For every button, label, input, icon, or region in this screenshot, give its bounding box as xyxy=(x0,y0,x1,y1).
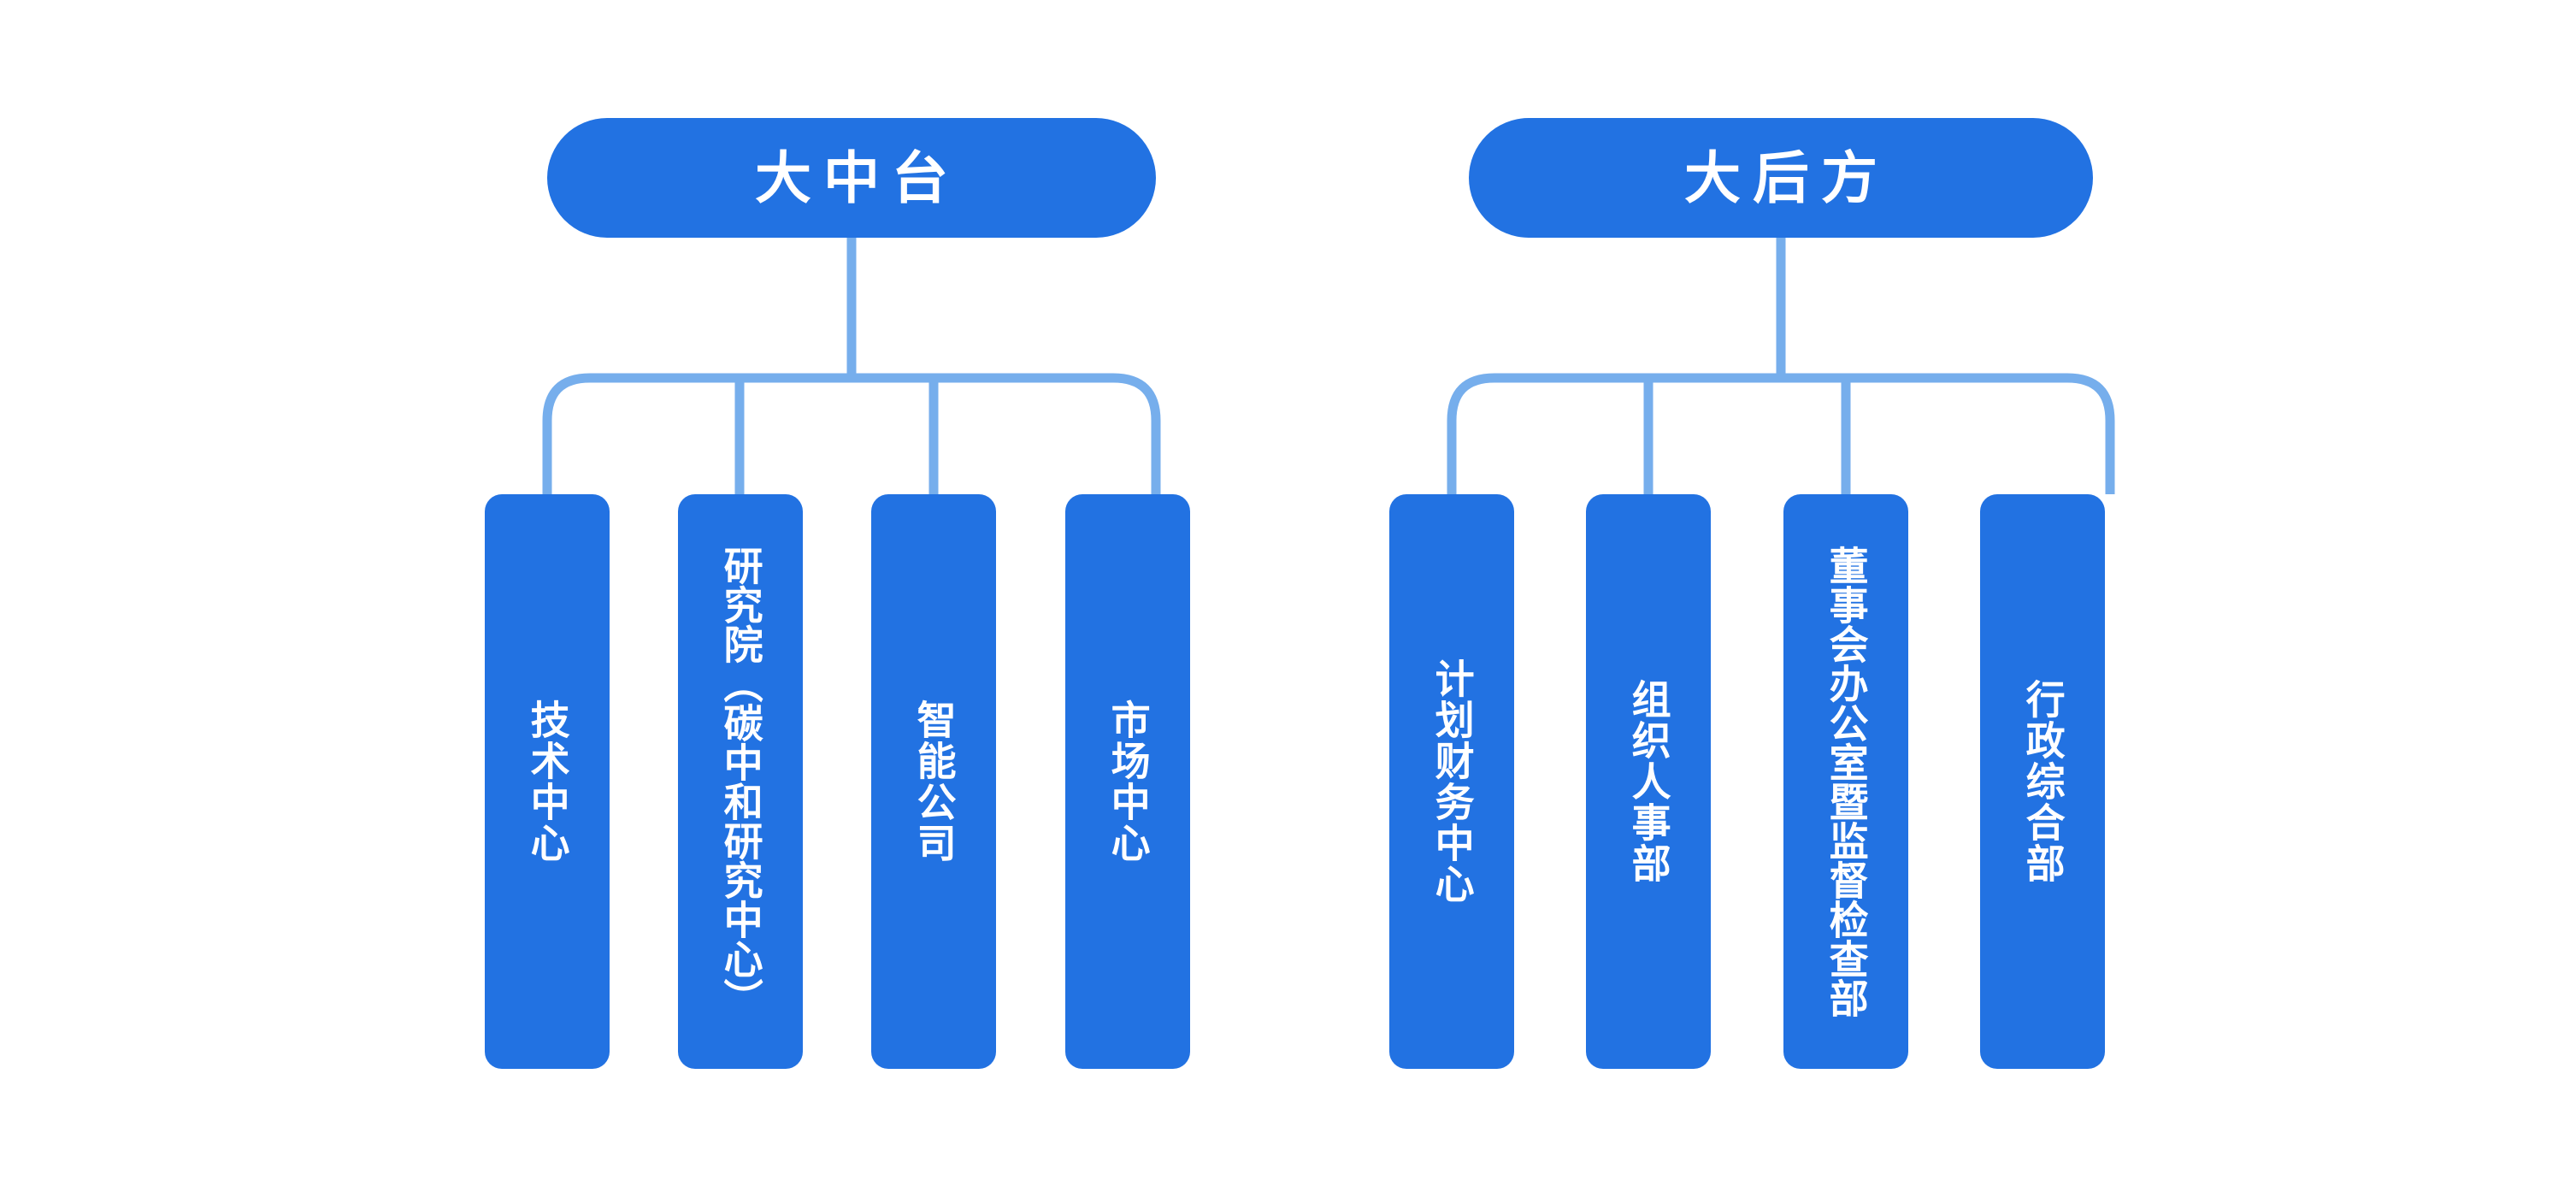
node-text-wrap: 技术中心 xyxy=(485,494,610,1069)
node-label: 行政综合部 xyxy=(2020,679,2066,884)
node-administration-general-dept[interactable]: 行政综合部 xyxy=(1980,494,2105,1069)
org-group-right: 大后方 计划财务中心 组织人事部 董事会办公室暨监督检查部 xyxy=(1282,0,2576,1186)
node-technology-center[interactable]: 技术中心 xyxy=(485,494,610,1069)
node-intelligent-company[interactable]: 智能公司 xyxy=(871,494,996,1069)
connector-bus xyxy=(542,373,1161,494)
node-label: 计划财务中心 xyxy=(1429,658,1475,905)
node-label: 董事会办公室暨监督检查部 xyxy=(1824,546,1869,1018)
connector-bus xyxy=(1447,373,2115,494)
node-label: 技术中心 xyxy=(525,699,570,864)
org-group-left: 大中台 技术中心 研究院（碳中和研究中心） xyxy=(0,0,1282,1186)
node-research-institute[interactable]: 研究院（碳中和研究中心） xyxy=(678,494,803,1069)
node-label: 市场中心 xyxy=(1105,699,1151,864)
node-market-center[interactable]: 市场中心 xyxy=(1065,494,1190,1069)
node-label: 组织人事部 xyxy=(1626,679,1671,884)
node-organization-personnel-dept[interactable]: 组织人事部 xyxy=(1586,494,1711,1069)
node-label: 智能公司 xyxy=(911,699,957,864)
node-label: 研究院（碳中和研究中心） xyxy=(718,546,763,1018)
group-header-label: 大后方 xyxy=(1684,146,1889,209)
node-text-wrap: 智能公司 xyxy=(871,494,996,1069)
node-text-wrap: 董事会办公室暨监督检查部 xyxy=(1783,494,1908,1069)
group-header-label: 大中台 xyxy=(755,146,960,209)
node-text-wrap: 研究院（碳中和研究中心） xyxy=(678,494,803,1069)
node-text-wrap: 市场中心 xyxy=(1065,494,1190,1069)
group-header-da-hou-fang[interactable]: 大后方 xyxy=(1469,118,2093,238)
group-header-da-zhong-tai[interactable]: 大中台 xyxy=(547,118,1156,238)
node-text-wrap: 计划财务中心 xyxy=(1389,494,1514,1069)
node-text-wrap: 行政综合部 xyxy=(1980,494,2105,1069)
node-board-office-supervision-dept[interactable]: 董事会办公室暨监督检查部 xyxy=(1783,494,1908,1069)
node-text-wrap: 组织人事部 xyxy=(1586,494,1711,1069)
node-planning-finance-center[interactable]: 计划财务中心 xyxy=(1389,494,1514,1069)
